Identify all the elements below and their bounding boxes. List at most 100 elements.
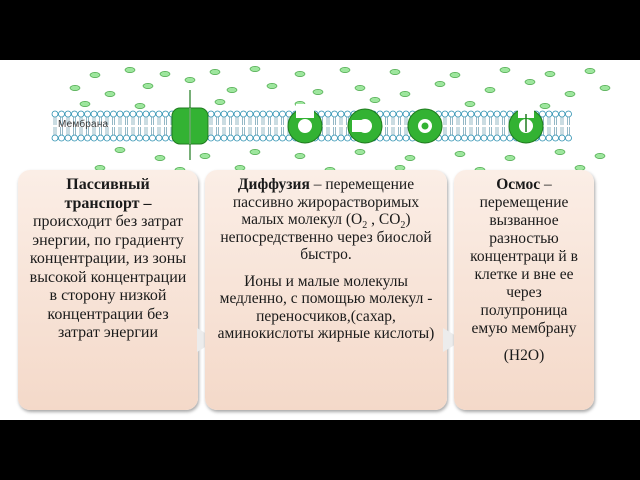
lipid-head-icon (227, 110, 234, 118)
molecule-icon (584, 68, 596, 74)
lipid-head-icon (90, 134, 98, 142)
molecule-icon (294, 71, 306, 77)
lipid-head-icon (220, 134, 228, 142)
lipid-head-icon (454, 110, 462, 118)
osmosis-term: Осмос (496, 176, 541, 193)
lipid-head-icon (123, 134, 130, 142)
lipid-head-icon (253, 134, 260, 142)
lipid-head-icon (97, 110, 104, 118)
lipid-head-icon (558, 134, 566, 142)
lipid-head-icon (259, 110, 267, 118)
lipid-head-icon (506, 134, 514, 142)
lipid-head-icon (272, 110, 280, 118)
lipid-head-icon (240, 110, 247, 118)
lipid-head-icon (110, 110, 117, 118)
molecule-icon (354, 85, 366, 91)
lipid-head-icon (539, 110, 546, 118)
molecule-icon (369, 97, 381, 103)
lipid-head-icon (136, 110, 143, 118)
lipid-head-icon (116, 134, 124, 142)
molecule-icon (399, 91, 411, 97)
lipid-head-icon (337, 110, 345, 118)
lipid-head-icon (240, 134, 247, 142)
molecule-icon (69, 85, 81, 91)
passive-transport-term: Пассивный транспорт – (64, 176, 152, 212)
lipid-head-icon (259, 134, 267, 142)
lipid-head-icon (136, 134, 143, 142)
lipid-head-icon (90, 110, 98, 118)
diffusion-sub-a: 2 (362, 220, 368, 232)
lipid-head-icon (500, 110, 507, 118)
lipid-head-icon (71, 110, 78, 118)
lipid-head-icon (500, 134, 507, 142)
diffusion-sub-b: 2 (400, 220, 406, 232)
membrane-label: Мембрана (58, 119, 109, 130)
lipid-head-icon (142, 134, 150, 142)
lipid-head-icon (493, 134, 501, 142)
diffusion-carriers-text: Ионы и малые молекулы медленно, с помощь… (217, 272, 435, 343)
molecule-icon (544, 71, 556, 77)
molecule-icon (154, 155, 166, 161)
osmosis-card: Осмос – перемещение вызванное разностью … (454, 170, 594, 410)
lipid-head-icon (331, 134, 338, 142)
molecule-icon (594, 153, 606, 159)
lipid-head-icon (331, 110, 338, 118)
lipid-head-icon (233, 110, 241, 118)
lipid-head-icon (220, 110, 228, 118)
lipid-head-icon (506, 110, 514, 118)
passive-transport-text: происходит без затрат энергии, по градие… (29, 213, 187, 341)
lipid-head-icon (441, 110, 449, 118)
lipid-head-icon (558, 110, 566, 118)
molecule-icon (266, 83, 278, 89)
molecule-icon (249, 66, 261, 72)
lipid-head-icon (344, 134, 351, 142)
molecule-icon (434, 81, 446, 87)
lipid-head-icon (162, 110, 169, 118)
lipid-head-icon (84, 134, 91, 142)
molecule-icon (294, 153, 306, 159)
lipid-head-icon (272, 134, 280, 142)
lipid-head-icon (383, 134, 390, 142)
lipid-head-icon (64, 134, 72, 142)
lipid-head-icon (480, 110, 488, 118)
molecule-icon (504, 155, 516, 161)
lipid-head-icon (110, 134, 117, 142)
lipid-head-icon (162, 134, 169, 142)
molecule-icon (454, 151, 466, 157)
lipid-head-icon (103, 134, 111, 142)
molecule-icon (389, 69, 401, 75)
lipid-head-icon (487, 110, 494, 118)
molecule-icon (79, 101, 91, 107)
molecule-icon (312, 89, 324, 95)
diffusion-text-b: CO (378, 211, 401, 228)
molecule-icon (524, 79, 536, 85)
molecule-icon (214, 99, 226, 105)
molecule-icon (184, 77, 196, 83)
lipid-head-icon (318, 134, 325, 142)
molecule-icon (134, 103, 146, 109)
lipid-head-icon (402, 110, 410, 118)
lipid-head-icon (266, 110, 273, 118)
lipid-head-icon (71, 134, 78, 142)
lipid-head-icon (565, 134, 572, 142)
molecule-icon (124, 67, 136, 73)
molecule-icon (209, 69, 221, 75)
lipid-head-icon (149, 134, 156, 142)
lipid-head-icon (129, 110, 137, 118)
lipid-head-icon (545, 110, 553, 118)
lipid-head-icon (253, 110, 260, 118)
lipid-head-icon (337, 134, 345, 142)
lipid-head-icon (474, 110, 481, 118)
molecule-icon (89, 72, 101, 78)
molecule-icon (449, 72, 461, 78)
lipid-head-icon (344, 110, 351, 118)
lipid-head-icon (389, 110, 397, 118)
lipid-head-icon (51, 110, 59, 118)
molecule-icon (404, 155, 416, 161)
lipid-head-icon (116, 110, 124, 118)
lipid-head-icon (552, 110, 559, 118)
molecule-icon (554, 149, 566, 155)
lipid-head-icon (402, 134, 410, 142)
lipid-head-icon (461, 134, 468, 142)
diffusion-term: Диффузия (237, 176, 310, 193)
